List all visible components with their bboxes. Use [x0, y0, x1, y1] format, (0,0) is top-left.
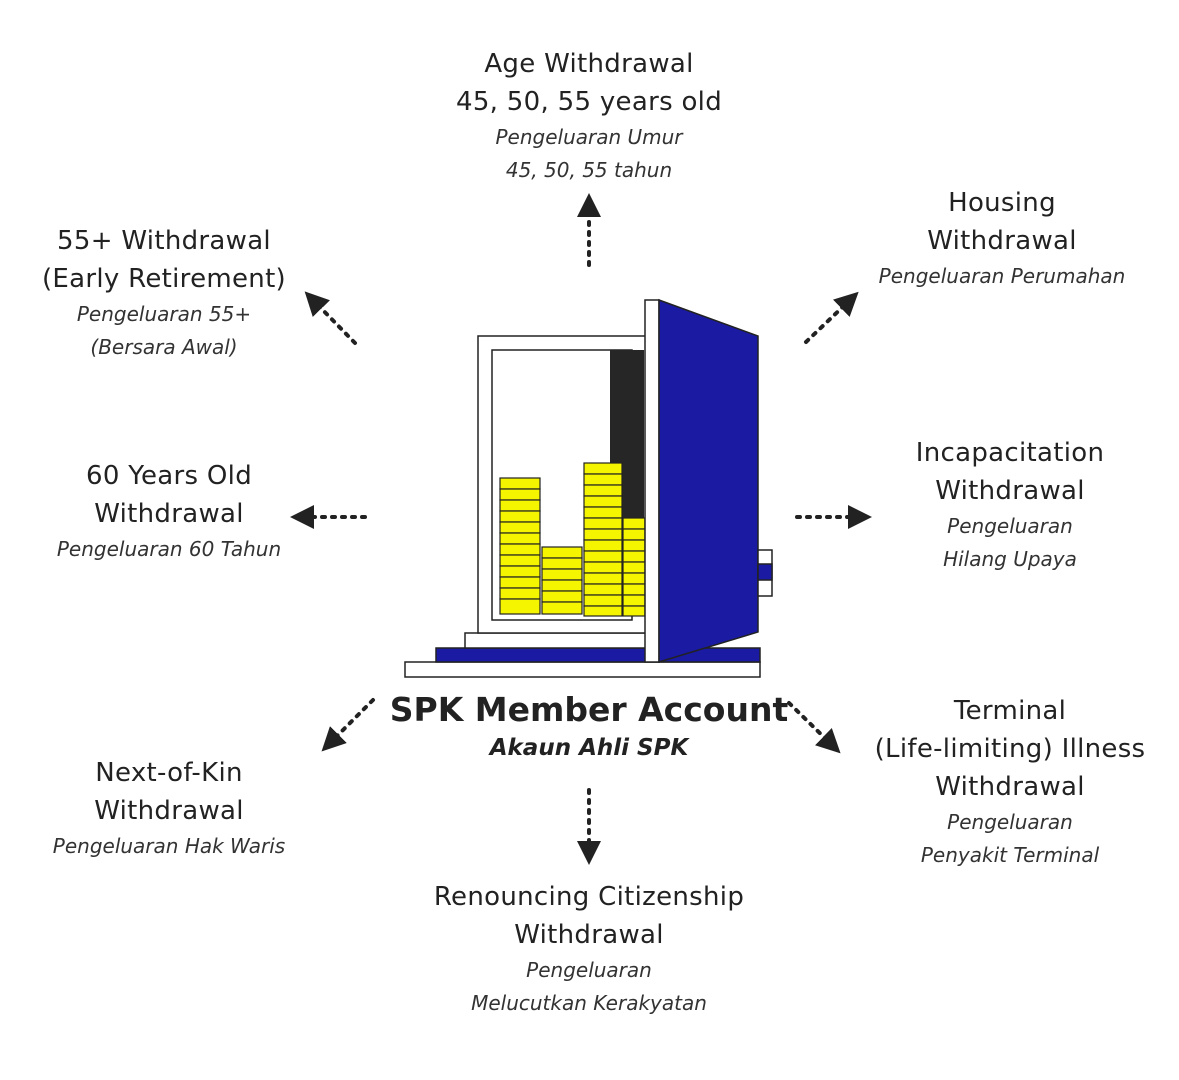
center-title: SPK Member Account	[389, 690, 789, 729]
node-incap-en-2: Withdrawal	[935, 476, 1085, 506]
node-housing: Housing Withdrawal Pengeluaran Perumahan	[852, 184, 1152, 293]
node-renounce-en-1: Renouncing Citizenship	[433, 882, 745, 912]
node-early-ms-1: Pengeluaran 55+	[76, 302, 252, 326]
arrow-early	[304, 291, 357, 345]
node-renounce-ms-2: Melucutkan Kerakyatan	[471, 991, 707, 1015]
node-terminal-illness: Terminal (Life-limiting) Illness Withdra…	[845, 692, 1175, 872]
node-kin-en-1: Next-of-Kin	[95, 758, 243, 788]
node-renouncing-citizenship: Renouncing Citizenship Withdrawal Pengel…	[389, 878, 789, 1020]
center-label: SPK Member Account Akaun Ahli SPK	[389, 690, 789, 766]
node-early-en-2: (Early Retirement)	[41, 264, 287, 294]
node-incap-ms-1: Pengeluaran	[947, 514, 1073, 538]
node-incapacitation: Incapacitation Withdrawal Pengeluaran Hi…	[860, 434, 1160, 576]
node-terminal-ms-1: Pengeluaran	[947, 810, 1073, 834]
node-sixty-en-1: 60 Years Old	[86, 461, 252, 491]
node-age-withdrawal: Age Withdrawal 45, 50, 55 years old Peng…	[389, 45, 789, 187]
node-kin-en-2: Withdrawal	[94, 796, 244, 826]
center-subtitle: Akaun Ahli SPK	[489, 735, 689, 761]
node-sixty-ms-1: Pengeluaran 60 Tahun	[56, 537, 282, 561]
node-next-of-kin: Next-of-Kin Withdrawal Pengeluaran Hak W…	[19, 754, 319, 863]
node-housing-en-1: Housing	[948, 188, 1056, 218]
node-age-en-2: 45, 50, 55 years old	[455, 87, 723, 117]
node-kin-ms-1: Pengeluaran Hak Waris	[52, 834, 286, 858]
node-terminal-en-2: (Life-limiting) Illness	[874, 734, 1146, 764]
node-terminal-en-1: Terminal	[953, 696, 1067, 726]
gold-stack-2	[541, 546, 583, 615]
node-early-ms-2: (Bersara Awal)	[90, 335, 238, 359]
node-sixty: 60 Years Old Withdrawal Pengeluaran 60 T…	[19, 457, 319, 566]
node-early-en-1: 55+ Withdrawal	[57, 226, 271, 256]
node-age-en-1: Age Withdrawal	[484, 49, 694, 79]
node-terminal-ms-2: Penyakit Terminal	[920, 843, 1100, 867]
arrow-housing	[804, 291, 859, 344]
node-sixty-en-2: Withdrawal	[94, 499, 244, 529]
node-terminal-en-3: Withdrawal	[935, 772, 1085, 802]
arrow-kin	[321, 698, 375, 752]
gold-stack-4	[622, 517, 646, 617]
node-renounce-en-2: Withdrawal	[514, 920, 664, 950]
node-age-ms-1: Pengeluaran Umur	[495, 125, 683, 149]
node-early-retirement: 55+ Withdrawal (Early Retirement) Pengel…	[14, 222, 314, 364]
node-incap-en-1: Incapacitation	[915, 438, 1105, 468]
gold-stack-1	[499, 477, 541, 615]
arrow-terminal	[787, 701, 841, 754]
open-safe-icon	[404, 298, 773, 678]
node-age-ms-2: 45, 50, 55 tahun	[505, 158, 673, 182]
node-housing-ms-1: Pengeluaran Perumahan	[878, 264, 1126, 288]
node-housing-en-2: Withdrawal	[927, 226, 1077, 256]
node-renounce-ms-1: Pengeluaran	[526, 958, 652, 982]
node-incap-ms-2: Hilang Upaya	[943, 547, 1077, 571]
gold-stack-3	[583, 462, 623, 617]
